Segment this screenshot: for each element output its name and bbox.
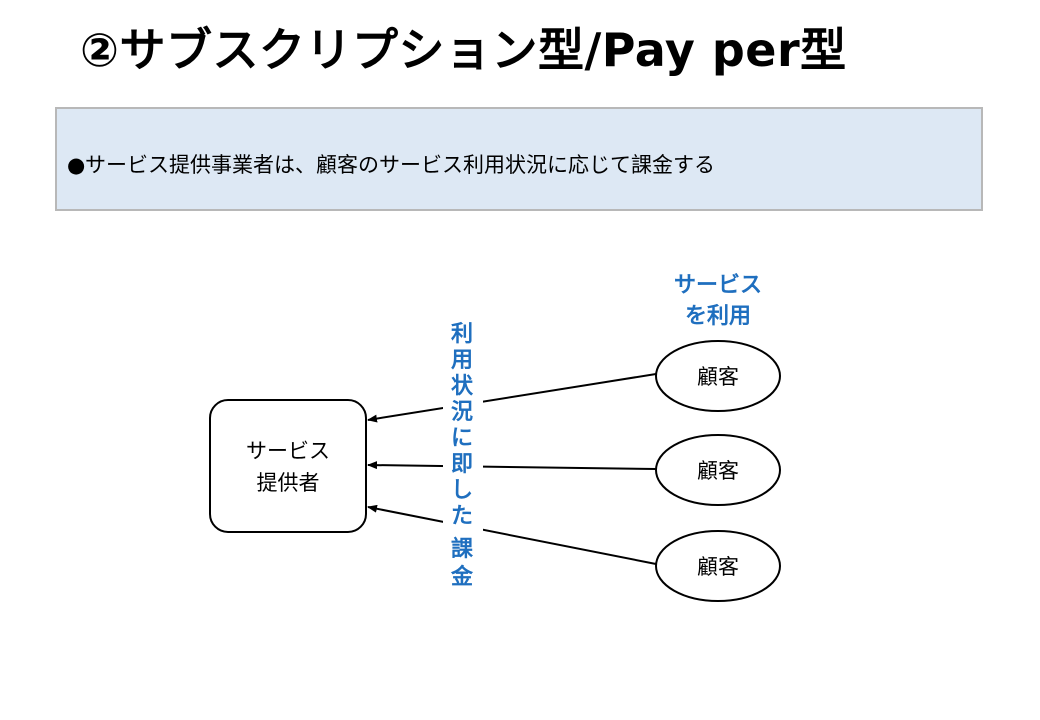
billing-label-char-7: し bbox=[451, 478, 473, 503]
provider-label-line-2: 提供者 bbox=[257, 471, 320, 495]
info-box: ●サービス提供事業者は、顧客のサービス利用状況に応じて課金する bbox=[55, 107, 983, 211]
provider-label-line-1: サービス bbox=[246, 439, 330, 463]
billing-label-char-2: 用 bbox=[451, 348, 473, 373]
provider-box bbox=[209, 399, 367, 533]
customer-ellipse-1 bbox=[655, 340, 781, 412]
bullet-icon: ● bbox=[67, 153, 86, 177]
bullet-item: ●サービス提供事業者は、顧客のサービス利用状況に応じて課金する bbox=[67, 149, 715, 179]
customer-label-3: 顧客 bbox=[697, 555, 739, 579]
customer-label-2: 顧客 bbox=[697, 459, 739, 483]
billing-label: 利 用 状 況 に 即 し た 課 金 bbox=[450, 322, 474, 590]
customer-ellipse-3 bbox=[655, 530, 781, 602]
billing-label-char-3: 状 bbox=[451, 374, 474, 399]
billing-label-background bbox=[443, 318, 483, 594]
service-use-label-line-2: を利用 bbox=[685, 304, 751, 329]
billing-label-char-8: た bbox=[451, 504, 473, 529]
arrow-customer-1 bbox=[367, 373, 657, 423]
billing-label-char-10: 金 bbox=[450, 564, 474, 590]
customer-label-1: 顧客 bbox=[697, 365, 739, 389]
page-title: ②サブスクリプション型/Pay per型 bbox=[80, 23, 847, 77]
billing-label-char-1: 利 bbox=[451, 322, 473, 347]
arrow-customer-2 bbox=[367, 461, 657, 470]
bullet-text: サービス提供事業者は、顧客のサービス利用状況に応じて課金する bbox=[85, 153, 715, 177]
customer-ellipse-2 bbox=[655, 434, 781, 506]
arrow-customer-3 bbox=[367, 504, 657, 565]
billing-label-char-6: 即 bbox=[451, 452, 473, 477]
billing-label-char-4: 況 bbox=[451, 400, 473, 425]
service-use-label-line-1: サービス bbox=[674, 273, 762, 298]
billing-label-char-5: に bbox=[451, 426, 473, 451]
billing-label-char-9: 課 bbox=[451, 536, 474, 562]
